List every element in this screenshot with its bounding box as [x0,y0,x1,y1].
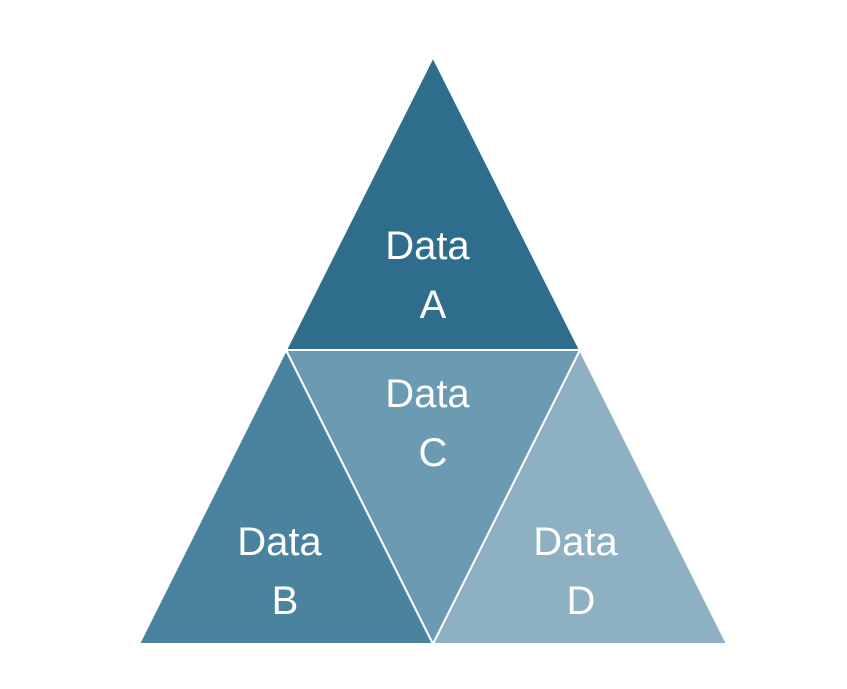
segment-b[interactable]: Data B [138,349,434,645]
segment-a-label-line1: Data [385,224,470,268]
segment-c-label-line2: C [419,431,448,475]
segment-d-label-line1: Data [533,520,618,564]
segment-d[interactable]: Data D [432,349,728,645]
segment-a-label-line2: A [420,283,447,327]
segment-d-label-line2: D [567,579,596,623]
segment-d-shape [432,349,728,645]
segment-d-label: Data D [533,520,629,623]
segment-a-label: Data A [385,224,481,327]
segment-b-label-line1: Data [237,520,322,564]
segment-c-label: Data C [385,372,481,475]
segment-b-label-line2: B [272,579,299,623]
segment-a[interactable]: Data A [285,56,581,351]
segment-c-label-line1: Data [385,372,470,416]
segment-b-label: Data B [237,520,333,623]
